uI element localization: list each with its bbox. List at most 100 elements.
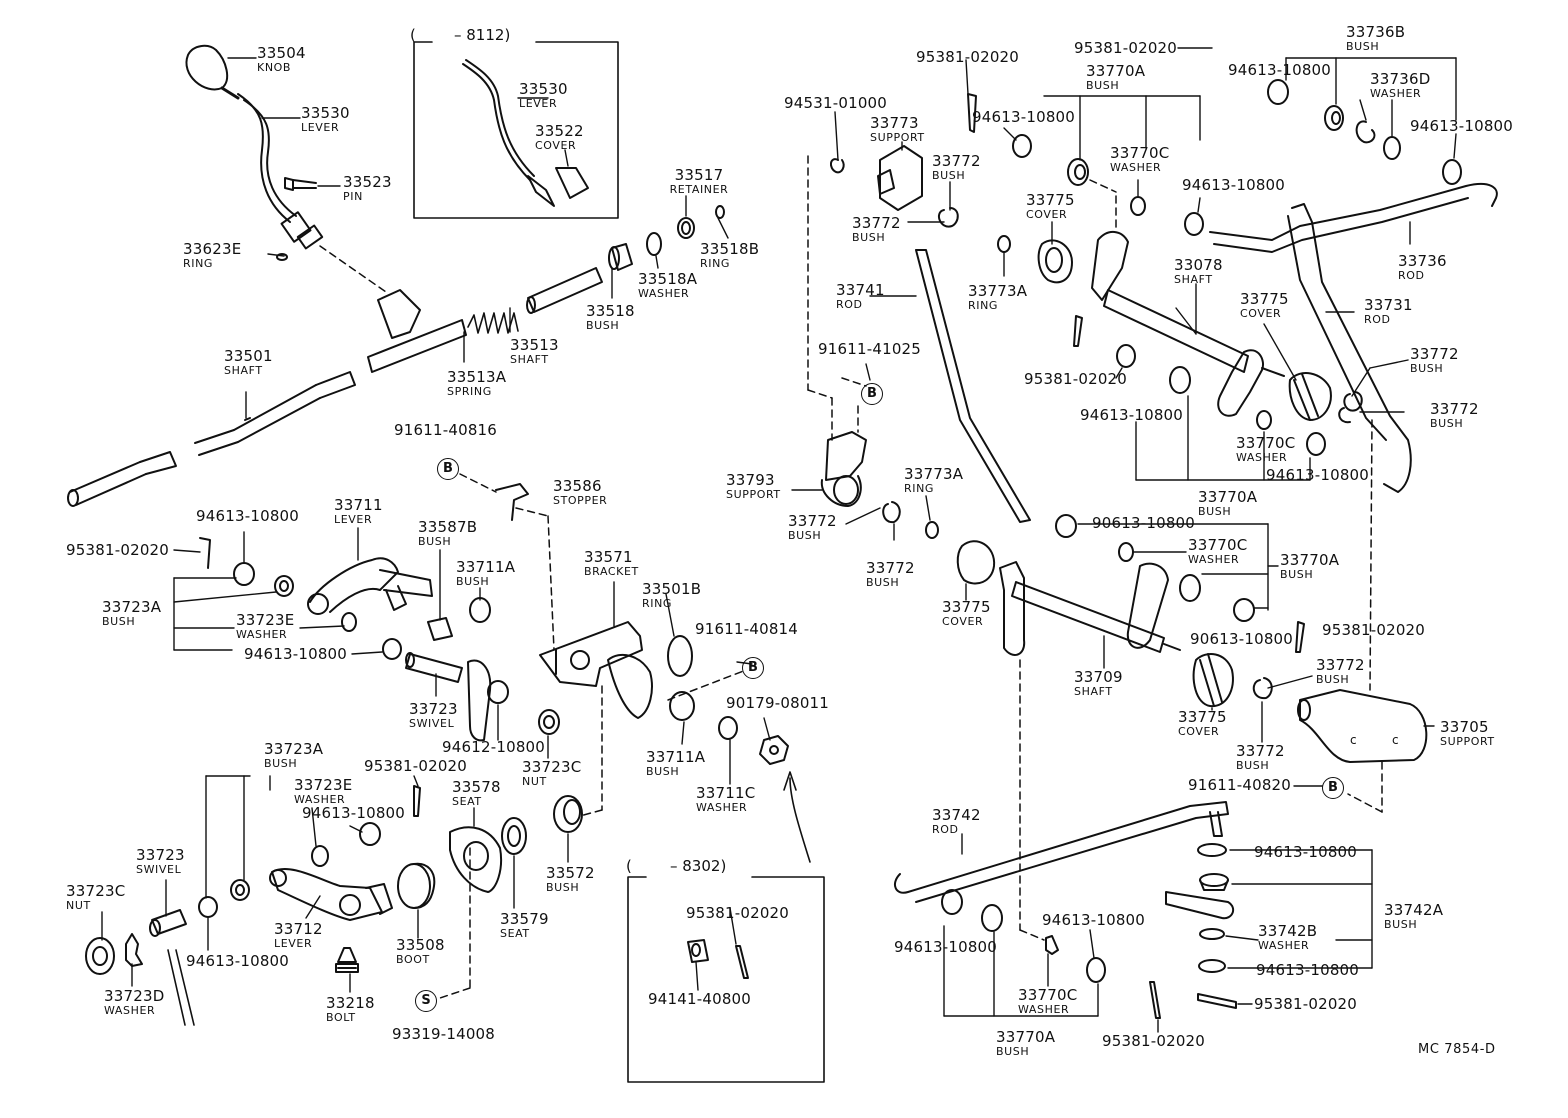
seat-33579 <box>501 817 527 855</box>
washer-94613-o <box>1198 959 1226 973</box>
part-label: 94613-10800 <box>1266 466 1370 484</box>
support-33793 <box>820 431 867 507</box>
bush-33723A-a <box>274 575 294 597</box>
part-label: 91611-40820 <box>1188 776 1292 794</box>
pin-33523 <box>284 177 317 191</box>
washer-33518A <box>646 232 662 256</box>
part-label: 94613-10800 <box>244 645 348 663</box>
part-label: 94613-10800 <box>1080 406 1184 424</box>
link-33742A <box>1165 891 1235 920</box>
part-label: 95381-02020 <box>1322 621 1426 639</box>
cotter-pin-95381-g <box>1197 993 1237 1009</box>
circle-label-b-4: B <box>1322 777 1344 799</box>
bush-33742A-top <box>1199 873 1229 891</box>
part-label: 90613-10800 <box>1092 514 1196 532</box>
part-label: 90613-10800 <box>1190 630 1294 648</box>
bush-33772-c <box>1338 407 1351 424</box>
stopper-33586 <box>495 483 529 521</box>
part-label: 94613-10800 <box>1410 117 1514 135</box>
cotter-pin-95381-c <box>967 93 977 133</box>
circle-label-b-3: B <box>861 383 883 405</box>
lever-33711 <box>307 557 433 615</box>
shaft-33709 <box>999 561 1181 656</box>
ring-33773A-a <box>997 235 1011 253</box>
swivel-33723-a <box>405 652 463 683</box>
cover-33775-c <box>956 540 996 585</box>
washer-94613-f <box>1184 212 1204 236</box>
dashed-leaders-right <box>807 155 1383 941</box>
support-33773 <box>877 145 923 211</box>
leader-lines <box>101 47 1457 1033</box>
nut-33723C-a <box>538 709 560 735</box>
part-label: 94613-10800 <box>894 938 998 956</box>
bush-33772-a <box>937 207 959 228</box>
circle-label-b-1: B <box>437 458 459 480</box>
shaft-33078 <box>1091 231 1285 417</box>
knob-33504 <box>185 44 240 100</box>
bush-33770A-c <box>1179 574 1201 602</box>
washer-33770C-b <box>1256 410 1272 430</box>
boot-33508 <box>397 862 436 909</box>
plate-94612 <box>467 659 509 742</box>
washer-94613-j <box>1383 136 1401 160</box>
washer-94613-c <box>198 896 218 918</box>
washer-33723E-a <box>341 612 357 632</box>
dashed-leaders-left <box>439 473 747 999</box>
swivel-33723-b <box>149 909 195 1026</box>
bush-33736B <box>1324 105 1344 131</box>
rod-33736 <box>1209 182 1498 253</box>
part-label: 90179-08011 <box>726 694 830 712</box>
inset-title-8112: ( – 8112) <box>410 26 511 44</box>
part-label: 95381-02020 <box>916 48 1020 66</box>
rod-33742 <box>893 801 1229 903</box>
cotter-pin-95381-f <box>1149 981 1161 1019</box>
washer-33723E-b <box>311 845 329 867</box>
part-label: 94613-10800 <box>186 952 290 970</box>
part-label: 91611-41025 <box>818 340 922 358</box>
bush-33772-d <box>882 501 901 524</box>
bush-33772-e <box>1252 677 1273 700</box>
lever-33530 <box>237 93 324 250</box>
cotter-pin-95381-d <box>1073 315 1083 347</box>
ring-94531 <box>830 158 845 174</box>
bracket-33571 <box>539 621 653 719</box>
svg-text:c: c <box>1392 733 1399 747</box>
bush-33772-b <box>1343 391 1363 412</box>
washer-94613-l <box>941 889 963 915</box>
washer-94613-a <box>233 562 255 586</box>
cover-33775-d <box>1192 653 1234 708</box>
rod-33731 <box>1287 203 1412 493</box>
ring-33518B <box>715 205 725 219</box>
